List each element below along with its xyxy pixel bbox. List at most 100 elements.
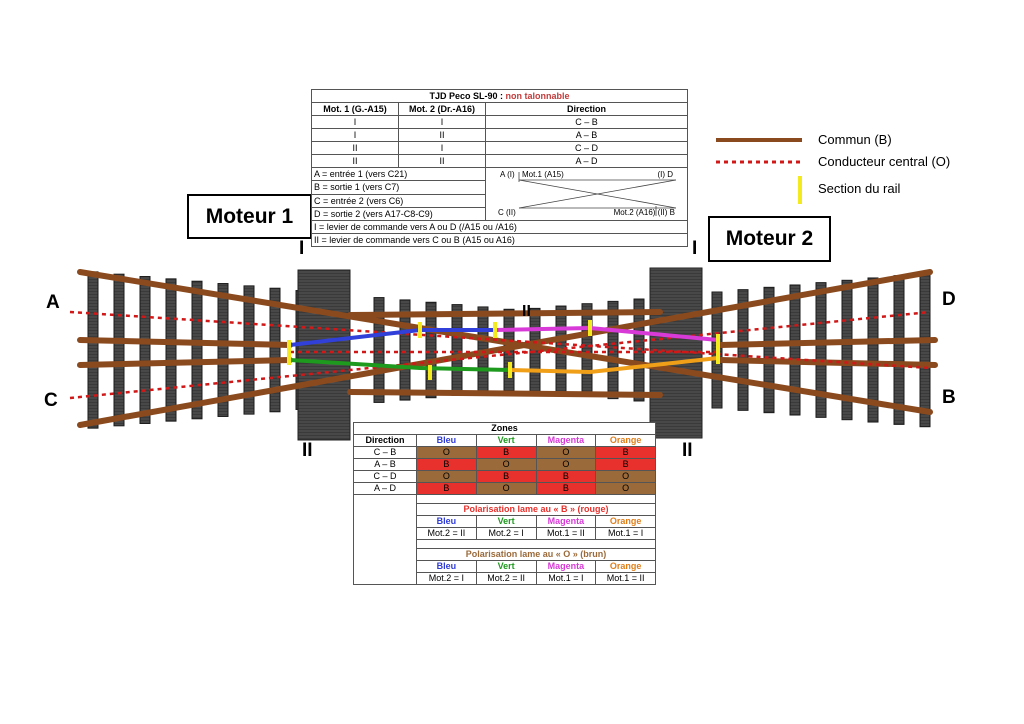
track-label-c: C — [44, 390, 58, 411]
zones-cell-orange: B — [595, 446, 656, 459]
zones-col-vert: Vert — [475, 434, 537, 447]
motor-2-label: Moteur 2 — [708, 216, 831, 262]
zones-cell-vert: O — [475, 482, 537, 495]
pol-o-val: Mot.1 = I — [535, 572, 597, 585]
sleeper — [581, 303, 593, 397]
cell: I — [311, 115, 399, 129]
zones-cell-bleu: B — [416, 482, 477, 495]
pol-b-magenta: Magenta — [535, 515, 597, 528]
sleeper — [607, 300, 619, 400]
sleeper — [451, 304, 463, 396]
spacer — [416, 494, 656, 504]
zones-cell-vert: B — [475, 470, 537, 483]
table-title: TJD Peco SL-90 : non talonnable — [311, 89, 688, 103]
zones-row-direction: A – B — [353, 458, 417, 471]
legend-common-label: Commun (B) — [818, 132, 892, 147]
zones-col-bleu: Bleu — [416, 434, 477, 447]
sleeper — [139, 276, 151, 424]
sleeper — [373, 297, 385, 403]
pol-b-bleu: Bleu — [416, 515, 477, 528]
zones-cell-magenta: O — [535, 458, 597, 471]
zones-col-magenta: Magenta — [535, 434, 597, 447]
cell: C – D — [485, 141, 688, 155]
cell: II — [398, 154, 486, 168]
common-rails — [77, 269, 938, 428]
pol-b-orange: Orange — [595, 515, 656, 528]
center-position-ii: II — [522, 303, 531, 320]
sleeper — [815, 282, 827, 418]
zones-cell-vert: O — [475, 458, 537, 471]
pol-o-magenta: Magenta — [535, 560, 597, 573]
zones-cell-orange: B — [595, 458, 656, 471]
note-ii: II = levier de commande vers C ou B (A15… — [311, 233, 688, 247]
table-title-text: TJD Peco SL-90 : — [429, 91, 503, 101]
cell: II — [311, 141, 399, 155]
col-direction: Direction — [485, 102, 688, 116]
pol-o-orange: Orange — [595, 560, 656, 573]
mini-diagram-lines — [518, 172, 677, 216]
pol-b-val: Mot.2 = II — [416, 527, 477, 540]
sleeper — [165, 278, 177, 422]
pol-o-title: Polarisation lame au « O » (brun) — [416, 548, 656, 561]
pol-o-bleu: Bleu — [416, 560, 477, 573]
entry-c: C = entrée 2 (vers C6) — [311, 193, 486, 208]
sleeper — [893, 275, 905, 425]
zone-green — [289, 358, 511, 372]
pol-b-val: Mot.2 = I — [475, 527, 537, 540]
mini-c-label: C (II) — [498, 208, 516, 217]
legend: Commun (B) Conducteur central (O) Sectio… — [714, 132, 984, 212]
col-mot1: Mot. 1 (G.-A15) — [311, 102, 399, 116]
pol-o-val: Mot.1 = II — [595, 572, 656, 585]
pol-b-vert: Vert — [475, 515, 537, 528]
pol-b-val: Mot.1 = I — [595, 527, 656, 540]
pol-b-title: Polarisation lame au « B » (rouge) — [416, 503, 656, 516]
sleeper — [789, 284, 801, 416]
cell: C – B — [485, 115, 688, 129]
cell: I — [398, 115, 486, 129]
legend-central-label: Conducteur central (O) — [818, 154, 951, 169]
zones-table: Zones Direction Bleu Vert Magenta Orange… — [353, 422, 656, 585]
note-i: I = levier de commande vers A ou D (/A15… — [311, 220, 688, 234]
sleeper — [269, 287, 281, 413]
mini-d-label: (I) D — [657, 170, 673, 179]
sleeper — [243, 285, 255, 415]
sleeper — [87, 271, 99, 429]
motor-1-block — [297, 269, 351, 441]
sleeper — [763, 286, 775, 414]
mini-a-label: A (I) — [500, 170, 515, 179]
zones-row-direction: A – D — [353, 482, 417, 495]
legend-common-swatch — [716, 138, 802, 204]
zone-orange — [509, 356, 719, 375]
mini-diagram: A (I) Mot.1 (A15) (I) D C (II) Mot.2 (A1… — [485, 167, 688, 221]
entry-d: D = sortie 2 (vers A17-C8-C9) — [311, 206, 486, 222]
motor-2-position-i: I — [692, 238, 698, 259]
zones-cell-orange: O — [595, 482, 656, 495]
sleeper — [425, 301, 437, 399]
sleeper — [399, 299, 411, 401]
entry-a: A = entrée 1 (vers C21) — [311, 166, 486, 182]
track-label-d: D — [942, 289, 956, 310]
zones-cell-magenta: B — [535, 470, 597, 483]
zones-cell-magenta: B — [535, 482, 597, 495]
pol-o-val: Mot.2 = II — [475, 572, 537, 585]
zones-blank — [353, 494, 417, 585]
sleeper — [737, 289, 749, 411]
sleeper — [113, 273, 125, 427]
zones-col-direction: Direction — [353, 434, 417, 447]
zones-cell-bleu: O — [416, 446, 477, 459]
sleeper — [919, 272, 931, 428]
track-label-a: A — [46, 292, 60, 313]
central-conductor — [69, 310, 931, 400]
cell: A – D — [485, 154, 688, 168]
sleeper — [841, 279, 853, 421]
col-mot2: Mot. 2 (Dr.-A16) — [398, 102, 486, 116]
